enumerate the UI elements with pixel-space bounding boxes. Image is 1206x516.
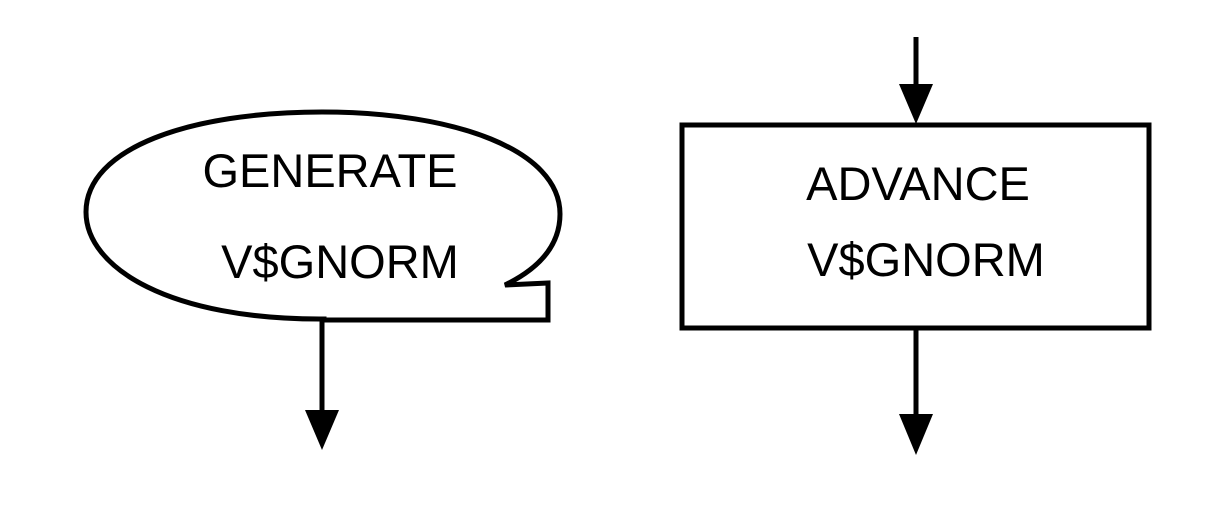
generate-block: GENERATE V$GNORM xyxy=(83,109,563,323)
advance-block-line1: ADVANCE xyxy=(806,157,1030,210)
generate-exit-arrow xyxy=(305,320,339,450)
generate-block-shape xyxy=(83,109,563,323)
generate-exit-arrow-head xyxy=(305,410,339,450)
advance-entry-arrow xyxy=(899,37,933,124)
advance-exit-arrow xyxy=(899,328,933,455)
generate-block-line2: V$GNORM xyxy=(221,235,459,288)
advance-block-shape xyxy=(679,122,1152,331)
advance-block: ADVANCE V$GNORM xyxy=(679,122,1152,331)
generate-block-line1: GENERATE xyxy=(202,144,457,197)
advance-entry-arrow-head xyxy=(899,84,933,124)
advance-exit-arrow-head xyxy=(899,414,933,455)
advance-block-line2: V$GNORM xyxy=(807,233,1045,286)
